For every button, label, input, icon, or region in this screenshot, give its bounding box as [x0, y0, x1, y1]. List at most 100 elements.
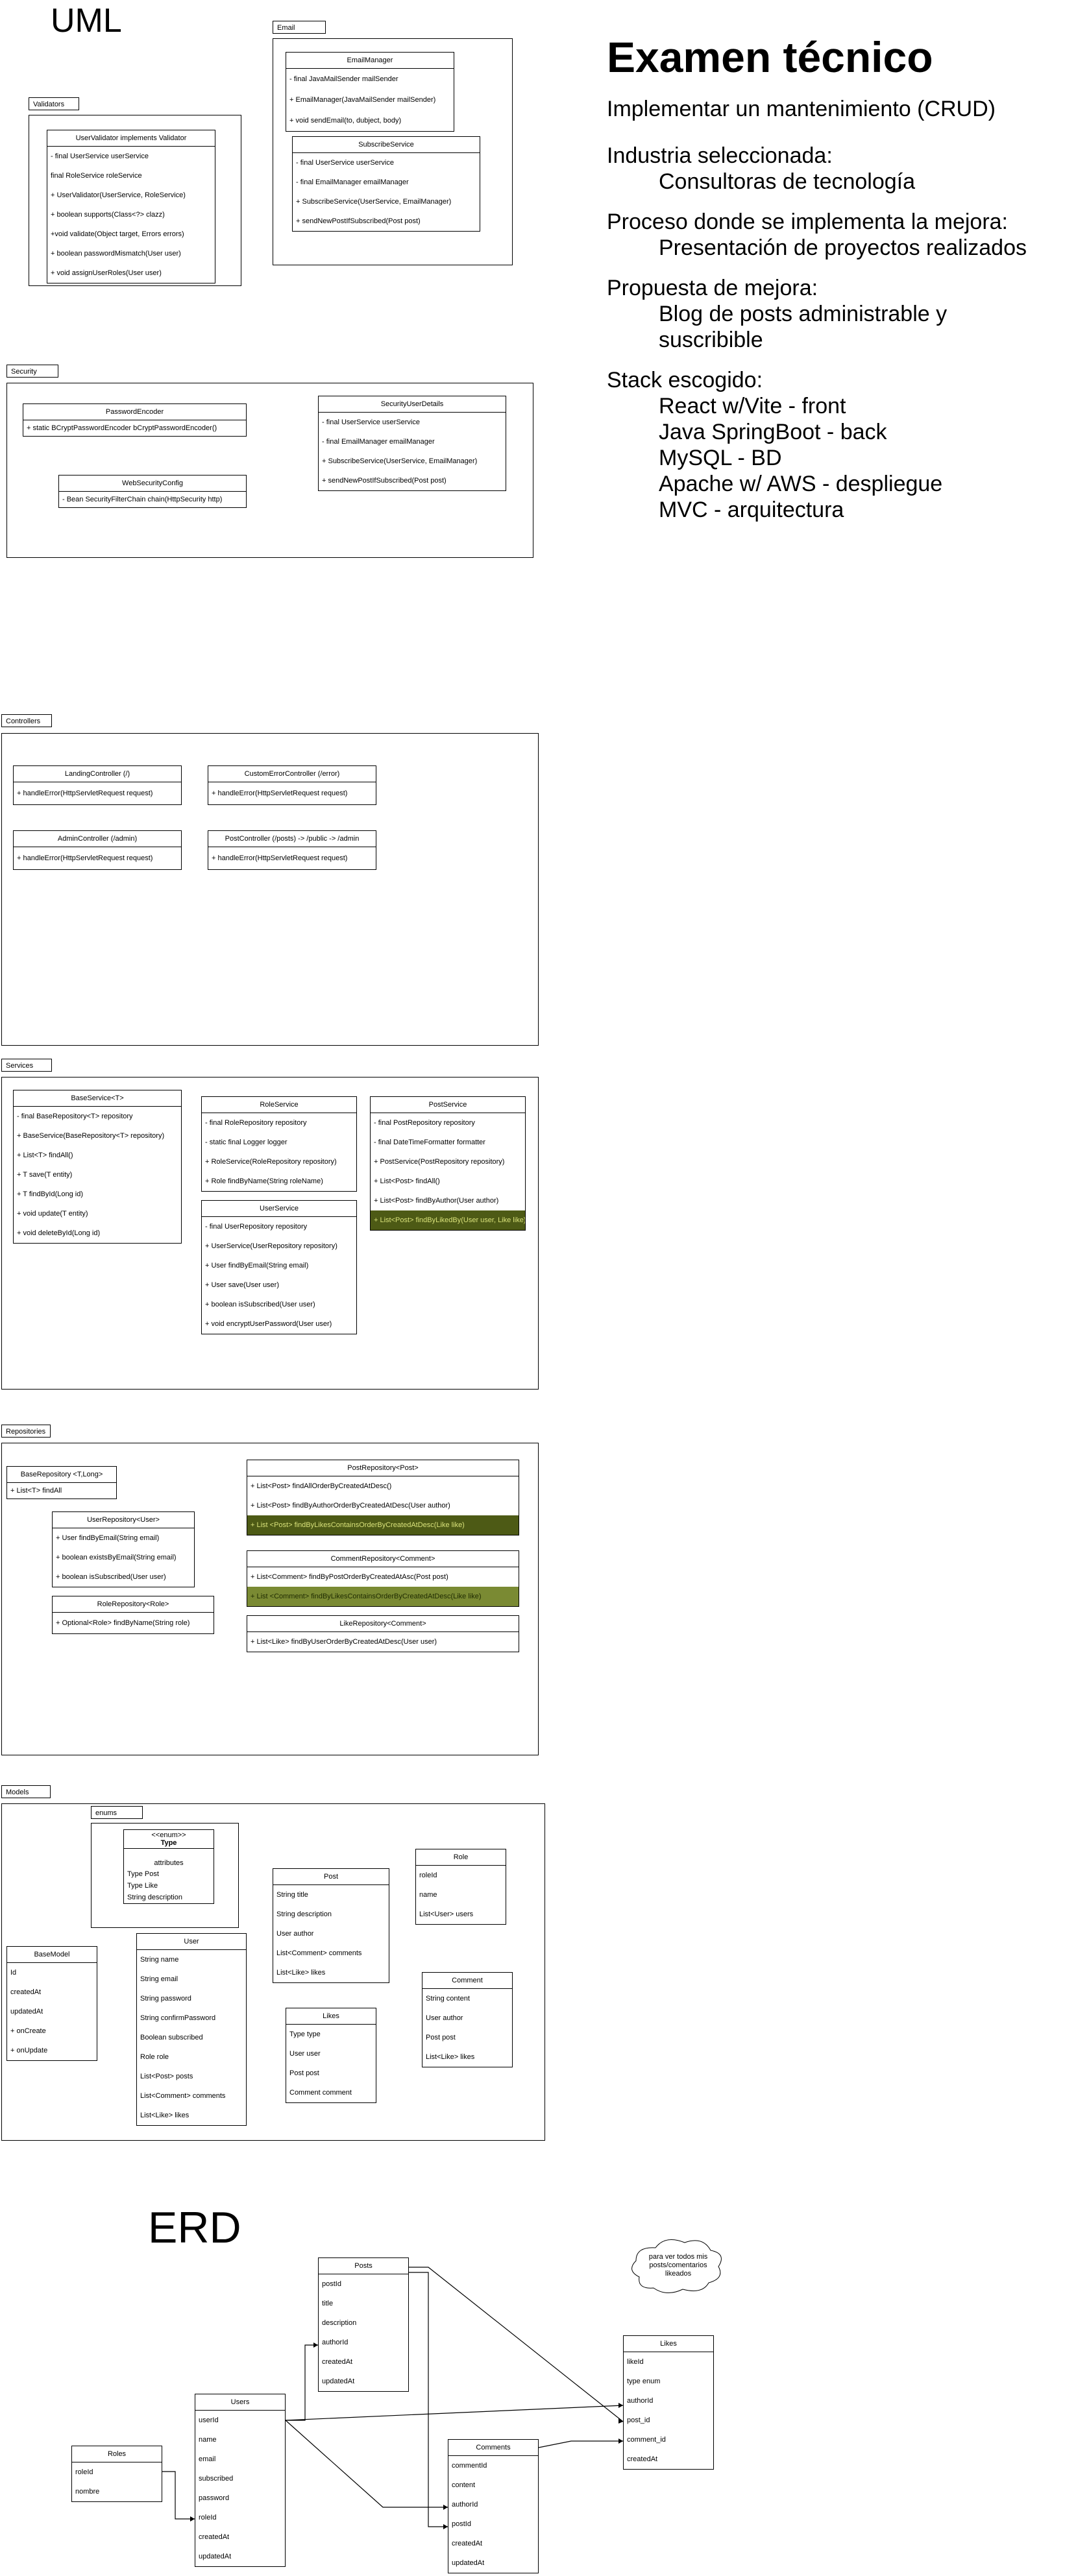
class-row: + List<Comment> findByPostOrderByCreated…	[251, 1573, 448, 1581]
table-column: authorId	[322, 2339, 349, 2346]
class-email-manager: EmailManager - final JavaMailSender mail…	[286, 52, 454, 132]
class-row: String description	[276, 1910, 332, 1918]
table-column: updatedAt	[199, 2553, 232, 2560]
erd-title: ERD	[148, 2203, 241, 2252]
class-row: + boolean passwordMismatch(User user)	[51, 250, 181, 258]
side-line1: Implementar un mantenimiento (CRUD)	[607, 97, 996, 121]
class-row: + handleError(HttpServletRequest request…	[212, 789, 348, 797]
class-row: + RoleService(RoleRepository repository)	[205, 1158, 337, 1166]
class-row: + boolean existsByEmail(String email)	[56, 1554, 177, 1561]
erd-link-posts-likes	[409, 2267, 624, 2422]
class-comment-repository: CommentRepository<Comment> + List<Commen…	[247, 1550, 519, 1607]
class-row: updatedAt	[10, 2008, 43, 2016]
class-row: Id	[10, 1969, 17, 1977]
class-row: + boolean isSubscribed(User user)	[205, 1301, 315, 1308]
table-column: postId	[452, 2520, 471, 2528]
services-package-tab: Services	[1, 1059, 52, 1072]
class-row: + List<Post> findAllOrderByCreatedAtDesc…	[251, 1482, 392, 1490]
erd-link-users-comments	[285, 2420, 448, 2508]
class-row: + User save(User user)	[205, 1281, 280, 1289]
table-column: name	[199, 2436, 217, 2444]
class-name: Role	[416, 1849, 506, 1866]
class-post-model: Post String title String description Use…	[273, 1868, 389, 1983]
class-name: RoleRepository<Role>	[53, 1596, 214, 1613]
class-row: Post post	[289, 2069, 319, 2077]
stack-label: Stack escogido:	[607, 368, 763, 392]
class-row: - final BaseRepository<T> repository	[17, 1113, 133, 1120]
table-column: createdAt	[452, 2540, 483, 2547]
erd-table-roles: Roles roleId nombre	[71, 2446, 162, 2502]
security-package-tab: Security	[6, 365, 58, 378]
class-user-model: User String name String email String pas…	[136, 1933, 247, 2126]
table-column: nombre	[75, 2488, 100, 2496]
side-panel: Examen técnico Implementar un mantenimie…	[607, 32, 1061, 523]
class-name: User	[137, 1934, 246, 1950]
table-column: commentId	[452, 2462, 487, 2470]
table-column: createdAt	[322, 2358, 353, 2366]
proposal-value-2: suscribible	[659, 328, 763, 352]
class-custom-error-controller: CustomErrorController (/error) + handleE…	[208, 765, 376, 805]
class-name: AdminController (/admin)	[14, 831, 181, 847]
stack-item: React w/Vite - front	[659, 394, 846, 418]
class-row: - final EmailManager emailManager	[296, 178, 409, 186]
class-row: createdAt	[10, 1988, 42, 1996]
erd-arrowhead	[190, 2516, 195, 2522]
class-row: Type type	[289, 2030, 321, 2038]
class-post-repository: PostRepository<Post> + List<Post> findAl…	[247, 1460, 519, 1535]
class-row: - final RoleRepository repository	[205, 1119, 307, 1127]
table-name: Roles	[72, 2446, 162, 2462]
process-label: Proceso donde se implementa la mejora:	[607, 210, 1008, 234]
class-type-enum: <<enum>> Type attributes Type Post Type …	[123, 1829, 214, 1904]
class-name: Post	[273, 1869, 389, 1885]
class-row: + void deleteById(Long id)	[17, 1229, 101, 1237]
class-likes-model: Likes Type type User user Post post Comm…	[286, 2008, 376, 2103]
class-row: + List<Post> findByAuthorOrderByCreatedA…	[251, 1502, 450, 1510]
table-name: Users	[195, 2394, 285, 2411]
erd-link-users-likes	[285, 2405, 624, 2421]
class-row: - final DateTimeFormatter formatter	[374, 1138, 485, 1146]
class-row: + User findByEmail(String email)	[205, 1262, 309, 1270]
class-row: List<Comment> comments	[276, 1949, 362, 1957]
class-row: + sendNewPostIfSubscribed(Post post)	[296, 217, 421, 225]
class-row: List<Post> posts	[140, 2073, 193, 2080]
industry-label: Industria seleccionada:	[607, 143, 833, 168]
class-name: UserValidator implements Validator	[47, 130, 215, 147]
class-row: + List<Post> findAll()	[374, 1177, 440, 1185]
class-row: + SubscribeService(UserService, EmailMan…	[322, 457, 478, 465]
class-row: - final PostRepository repository	[374, 1119, 475, 1127]
class-row: String password	[140, 1995, 191, 2003]
class-name: SubscribeService	[293, 137, 480, 153]
class-post-service: PostService - final PostRepository repos…	[370, 1096, 526, 1231]
stack-item: Java SpringBoot - back	[659, 420, 887, 444]
class-row: + sendNewPostIfSubscribed(Post post)	[322, 477, 447, 485]
class-name: UserRepository<User>	[53, 1512, 194, 1528]
class-row: List<Like> likes	[426, 2053, 475, 2061]
class-name: RoleService	[202, 1097, 356, 1113]
class-post-controller: PostController (/posts) -> /public -> /a…	[208, 830, 376, 870]
enum-section-label: attributes	[154, 1859, 184, 1867]
class-like-repository: LikeRepository<Comment> + List<Like> fin…	[247, 1615, 519, 1652]
class-row: - final UserService userService	[296, 159, 394, 167]
table-column: password	[199, 2494, 230, 2502]
erd-table-posts: Posts postId title description authorId …	[318, 2257, 409, 2392]
class-row: Type Post	[127, 1870, 159, 1878]
class-name: CustomErrorController (/error)	[208, 766, 376, 782]
class-row: + BaseService(BaseRepository<T> reposito…	[17, 1132, 165, 1140]
enum-header: <<enum>> Type	[124, 1830, 214, 1849]
class-name: PostService	[371, 1097, 525, 1113]
class-row: + void assignUserRoles(User user)	[51, 269, 162, 277]
class-name: Comment	[422, 1973, 512, 1989]
class-comment-model: Comment String content User author Post …	[422, 1972, 513, 2067]
email-package-tab: Email	[273, 21, 326, 34]
class-row: + PostService(PostRepository repository)	[374, 1158, 505, 1166]
class-row: + EmailManager(JavaMailSender mailSender…	[289, 96, 436, 104]
class-row: - final UserService userService	[322, 418, 420, 426]
class-row-highlighted: + List <Comment> findByLikesContainsOrde…	[247, 1587, 519, 1606]
class-landing-controller: LandingController (/) + handleError(Http…	[13, 765, 182, 805]
class-row: - static final Logger logger	[205, 1138, 288, 1146]
class-name: PostController (/posts) -> /public -> /a…	[208, 831, 376, 847]
industry-value: Consultoras de tecnología	[659, 169, 916, 194]
class-row: + List<Like> findByUserOrderByCreatedAtD…	[251, 1638, 437, 1646]
table-column: post_id	[627, 2416, 650, 2424]
